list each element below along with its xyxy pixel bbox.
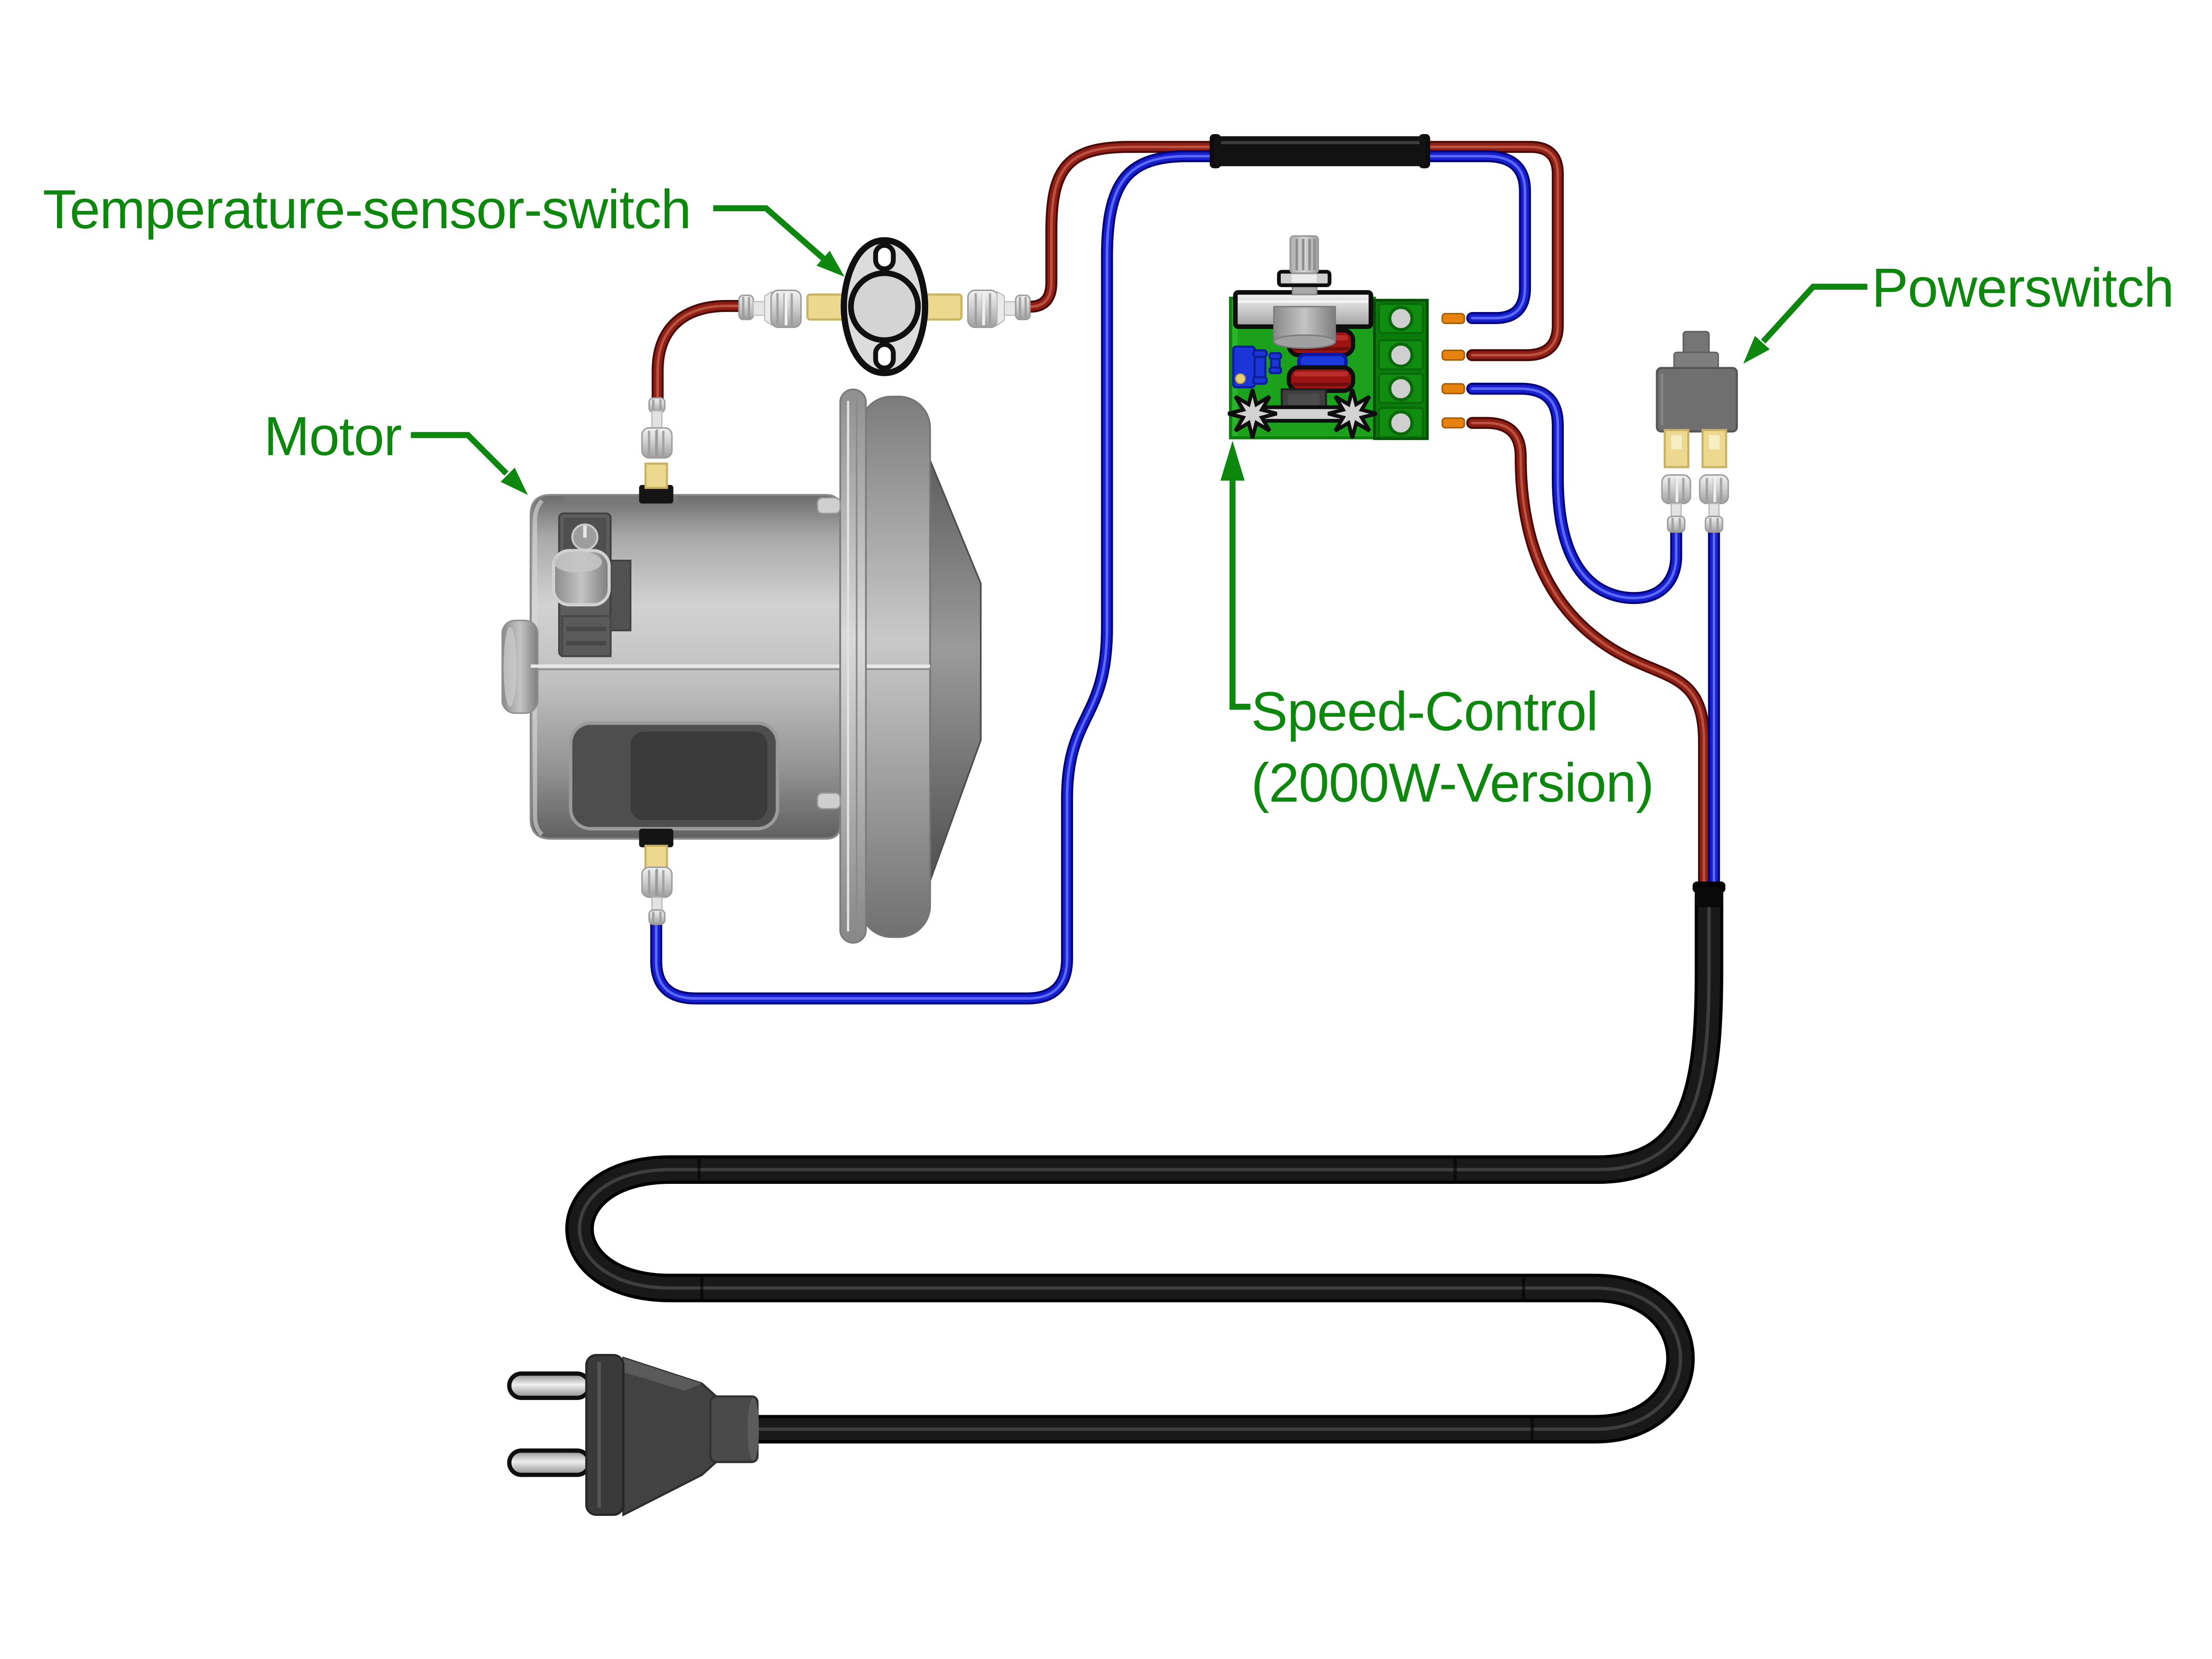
motor-brush-assembly — [552, 512, 632, 657]
powerswitch — [1656, 331, 1738, 533]
leader-motor — [411, 432, 509, 476]
wire-ferrules — [1441, 313, 1465, 429]
motor-fan-cone — [926, 453, 982, 889]
label-speed-control-line1: Speed-Control — [1251, 681, 1598, 742]
motor-vent-inner — [630, 731, 768, 821]
crimp-ring — [648, 909, 666, 925]
motor-fan-plate — [839, 388, 867, 944]
sensor-hole-top — [873, 242, 896, 271]
arrowhead-temperature-sensor-switch — [816, 250, 845, 277]
switch-body — [1656, 367, 1738, 433]
grommet — [639, 829, 674, 847]
arrowhead-speed-control — [1220, 440, 1245, 481]
terminal-4 — [1388, 410, 1414, 436]
small-components — [1232, 345, 1283, 389]
label-temperature-sensor-switch: Temperature-sensor-switch — [43, 179, 691, 240]
sensor-left-connector — [738, 289, 802, 329]
temperature-sensor-switch — [738, 237, 1031, 376]
leader-powerswitch — [1761, 283, 1867, 344]
terminal-block — [1373, 299, 1429, 440]
motor — [501, 388, 982, 944]
label-speed-control-line2: (2000W-Version) — [1251, 752, 1653, 813]
switch-left-crimp — [1661, 474, 1691, 533]
motor-plate-stud-bottom — [817, 792, 841, 810]
grommet — [639, 485, 674, 504]
cable-sleeve — [1209, 134, 1431, 168]
speed-control-board — [1228, 235, 1465, 440]
plug-neck-cap — [747, 1398, 759, 1461]
wire-controller-to-switch — [1466, 382, 1682, 604]
switch-right-crimp — [1699, 474, 1729, 533]
switch-button[interactable] — [1682, 331, 1710, 355]
potentiometer — [1233, 235, 1373, 349]
motor-plate-stud-top — [817, 497, 841, 514]
trimmer-dot — [1235, 373, 1246, 384]
tab-slot-right — [1709, 435, 1720, 450]
wire-sensor-to-motor — [651, 300, 747, 411]
sensor-disc — [848, 270, 921, 343]
arrowhead-motor — [500, 468, 528, 495]
cord-entry-sleeve — [1694, 887, 1723, 908]
plug-pin-bottom — [507, 1448, 592, 1477]
motor-seam-line — [530, 664, 930, 670]
leader-temperature-sensor-switch — [713, 205, 828, 263]
spade-tab — [644, 462, 668, 489]
label-powerswitch: Powerswitch — [1871, 257, 2173, 319]
sensor-right-connector — [967, 289, 1031, 329]
leader-speed-control — [1229, 478, 1250, 710]
plug-face — [585, 1354, 625, 1516]
label-motor: Motor — [264, 406, 402, 467]
power-plug — [507, 1354, 759, 1517]
arrowhead-powerswitch — [1743, 336, 1770, 364]
wire-controller-to-cord — [1466, 417, 1710, 911]
terminal-3 — [1388, 376, 1414, 402]
plug-pin-top — [507, 1371, 592, 1400]
wire-motor-to-controller — [650, 150, 1531, 1005]
plug-cone-highlight — [623, 1358, 702, 1391]
motor-top-terminal — [639, 397, 674, 504]
crimp-ring — [648, 397, 666, 413]
cord-mold-rings — [697, 1156, 1534, 1443]
spade-tab — [644, 845, 668, 870]
sensor-hole-bottom — [873, 342, 896, 371]
annotations: Temperature-sensor-switch Motor Powerswi… — [43, 179, 2174, 813]
motor-bottom-terminal — [639, 829, 674, 925]
tab-slot-left — [1671, 435, 1682, 450]
terminal-1 — [1388, 306, 1414, 332]
terminal-2 — [1388, 342, 1414, 368]
power-cord — [565, 881, 1726, 1444]
heatsink — [1228, 389, 1377, 439]
wire-sensor-to-controller — [1016, 141, 1564, 361]
knob-knurls — [1295, 239, 1316, 271]
motor-stub-cap — [503, 627, 517, 707]
crimp-stem — [651, 410, 663, 429]
